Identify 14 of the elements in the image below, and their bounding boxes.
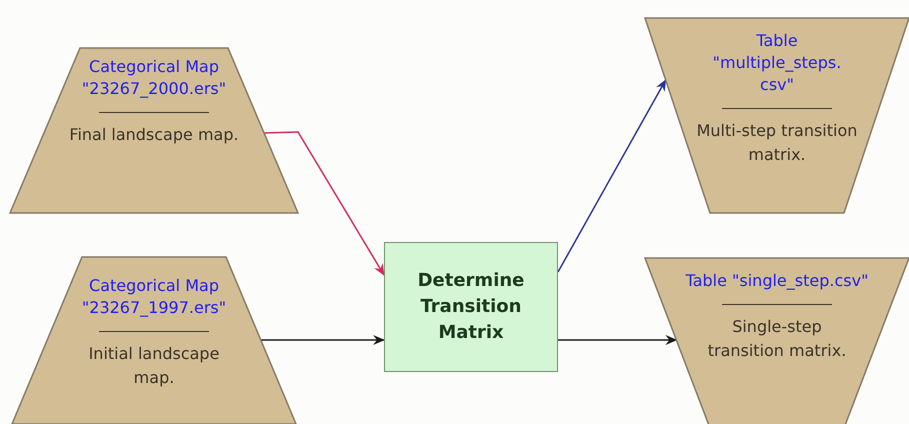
arrow [260, 335, 385, 345]
arrow [557, 79, 666, 272]
process-label: Determine Transition Matrix [416, 269, 526, 345]
file-name-label: Categorical Map "23267_2000.ers" [80, 56, 228, 100]
file-name-label: Categorical Map "23267_1997.ers" [80, 275, 228, 319]
arrow [264, 131, 385, 276]
file-name-label: Table "single_step.csv" [684, 270, 870, 292]
description-label: Initial landscape map. [88, 343, 220, 389]
arrow [558, 335, 678, 345]
description-label: Multi-step transition matrix. [696, 120, 858, 166]
description-label: Final landscape map. [69, 124, 239, 146]
file-name-label: Table "multiple_steps. csv" [712, 30, 842, 96]
description-label: Single-step transition matrix. [706, 316, 848, 362]
process-box [384, 242, 558, 372]
